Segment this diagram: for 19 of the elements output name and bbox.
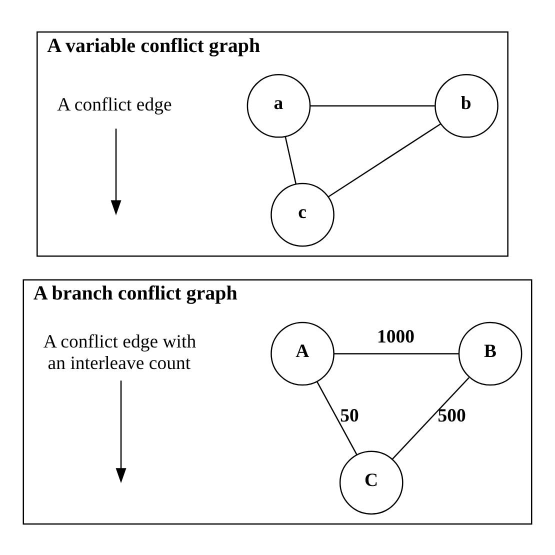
connector: [334, 352, 459, 354]
edge-label: 1000: [377, 326, 415, 347]
node-text: A conflict edge with an interleave count: [43, 330, 196, 374]
node-circle: C: [339, 450, 404, 514]
connector: [310, 104, 435, 106]
connector: [284, 136, 297, 184]
edge-label: 500: [438, 404, 466, 426]
node-circle: B: [458, 321, 522, 386]
node-circle: A: [270, 321, 334, 386]
node-circle: b: [434, 73, 498, 138]
connector: [392, 376, 470, 459]
connector: [316, 381, 358, 454]
node-text: A conflict edge: [57, 94, 172, 115]
arrow: [110, 128, 122, 215]
arrow: [116, 380, 126, 483]
connector: [328, 122, 441, 197]
edge-label: 50: [340, 404, 359, 426]
node-circle: c: [270, 182, 334, 246]
node-circle: a: [246, 73, 311, 138]
